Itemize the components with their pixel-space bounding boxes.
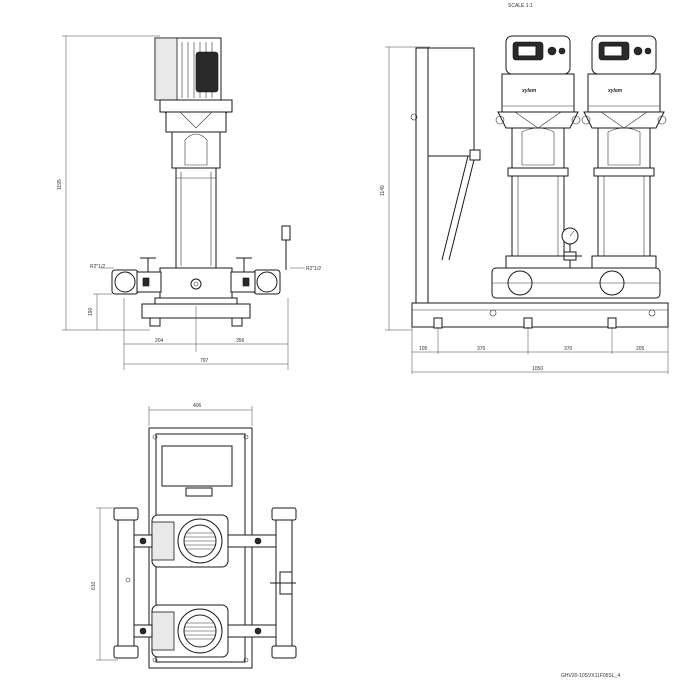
top-depth-label: 610 [91,581,97,590]
scale-label: SCALE 1:1 [508,3,533,9]
front-view: 1149 xylem [380,35,669,374]
front-brand-right: xylem [607,88,623,94]
side-base-height-label: 190 [88,307,94,316]
side-dim-left: 204 [155,338,164,344]
side-dim-right: 356 [236,338,245,344]
front-dim-4: 205 [636,346,645,352]
side-height-label: 1195 [57,179,63,190]
front-pump-2: xylem [581,35,667,269]
side-pump-column [175,167,217,269]
top-width-label: 406 [193,403,202,409]
front-height-label: 1149 [380,185,386,196]
front-pump-1: xylem [495,35,581,269]
front-dim-3: 370 [564,346,573,352]
side-right-port-label: R2"1/2 [306,266,321,272]
front-dim-1: 105 [419,346,428,352]
side-dim-total: 797 [200,358,209,364]
front-base-skid [411,302,669,328]
side-left-port-label: R2"1/2 [90,264,105,270]
drawing-code: GHV20-10SVX11F05SL_4 [561,673,620,679]
front-control-panel [427,47,475,157]
side-view: 1195 R2"1/2 [57,35,321,370]
front-brand-left: xylem [521,88,537,94]
front-dim-2: 370 [477,346,486,352]
front-dim-total: 1050 [532,366,543,372]
top-view: 406 [91,403,297,669]
